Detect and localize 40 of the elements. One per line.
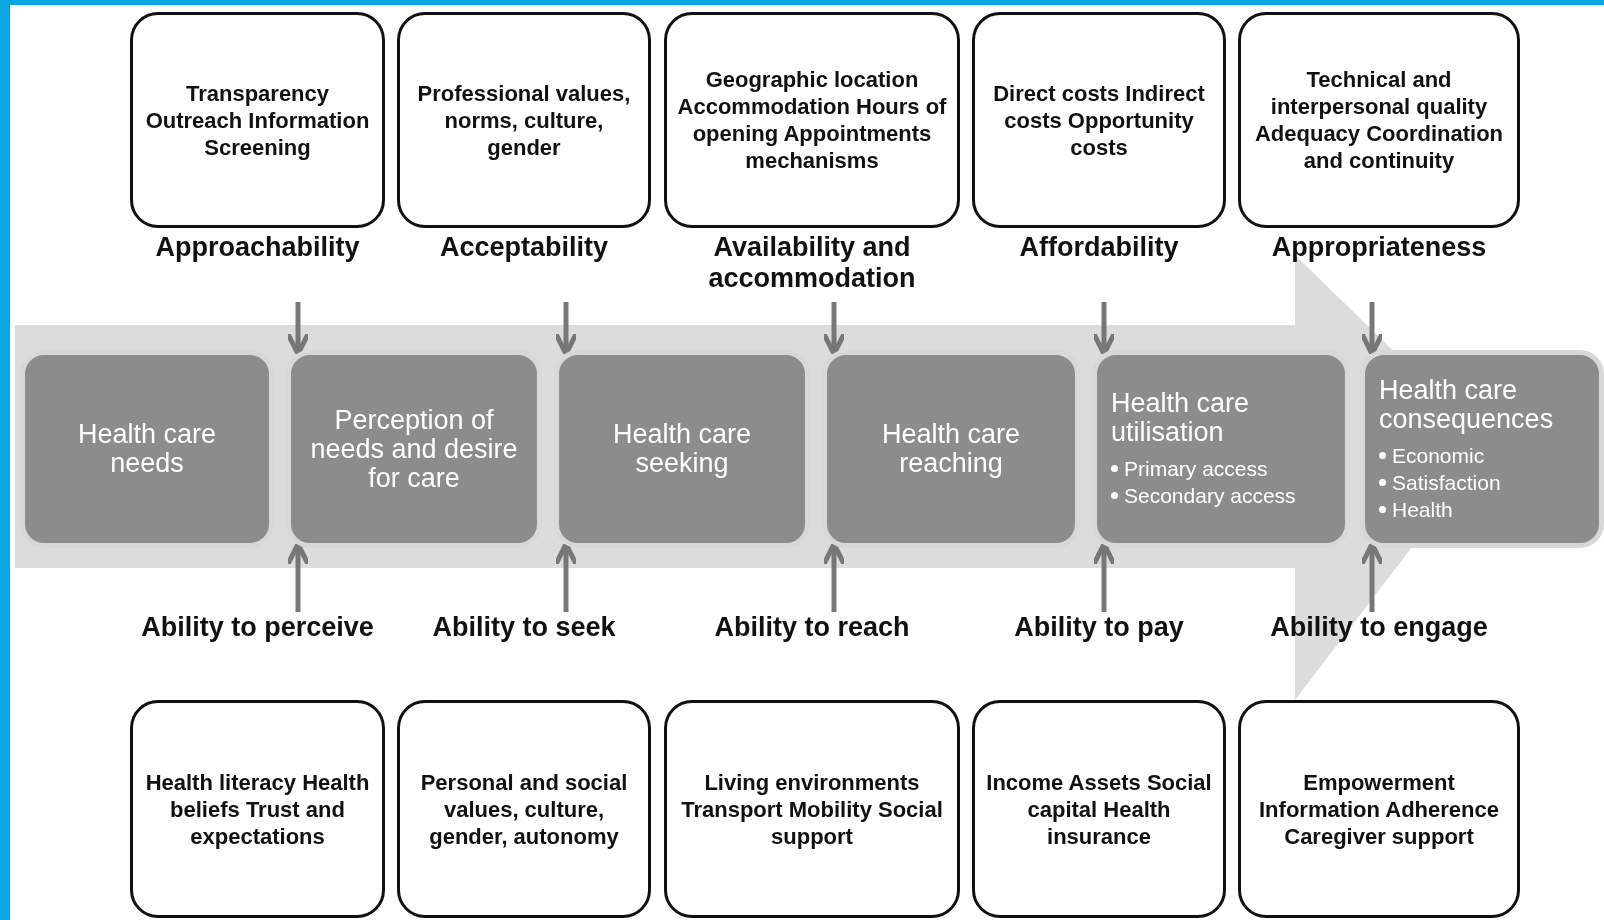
stage-title: Perception of needs and desire for care bbox=[309, 405, 519, 493]
dimension-heading: Appropriateness bbox=[1271, 232, 1487, 263]
stage-title: Health care needs bbox=[76, 420, 218, 478]
dimension-heading: Approachability bbox=[155, 232, 360, 263]
bullet-item: Economic bbox=[1392, 442, 1485, 469]
factor-list: Technical and interpersonal quality Adequacy Coordination and continuity bbox=[1241, 66, 1517, 174]
stage-title: Health care reaching bbox=[880, 420, 1022, 478]
stage-title: Health care consequences bbox=[1379, 375, 1555, 434]
factor-list: Professional values, norms, culture, gender bbox=[400, 79, 648, 161]
arrow bbox=[285, 541, 311, 612]
arrow bbox=[821, 302, 847, 357]
dimension-heading: Affordability bbox=[1019, 232, 1179, 263]
stage-title: Health care utilisation bbox=[1111, 389, 1251, 447]
bullet-item: Primary access bbox=[1124, 456, 1268, 482]
bullet-item: Secondary access bbox=[1124, 483, 1296, 509]
bullet-item: Health bbox=[1392, 496, 1453, 523]
factor-list: Empowerment Information Adherence Caregiver support bbox=[1241, 768, 1517, 850]
arrow bbox=[1359, 302, 1385, 357]
dimension-heading: Ability to seek bbox=[432, 612, 616, 643]
factor-list: Direct costs Indirect costs Opportunity costs bbox=[975, 79, 1223, 161]
dimension-heading: Ability to engage bbox=[1270, 612, 1488, 643]
factor-list: Living environments Transport Mobility Social support bbox=[667, 768, 957, 850]
stage-title: Health care seeking bbox=[611, 420, 753, 478]
arrow bbox=[285, 302, 311, 357]
arrow bbox=[1091, 302, 1117, 357]
dimension-heading: Availability and accommodation bbox=[707, 232, 917, 294]
dimension-heading: Acceptability bbox=[439, 232, 609, 263]
factor-list: Transparency Outreach Information Screening bbox=[133, 79, 382, 161]
factor-list: Income Assets Social capital Health insurance bbox=[975, 768, 1223, 850]
factor-list: Health literacy Health beliefs Trust and expectations bbox=[133, 768, 382, 850]
arrow bbox=[1091, 541, 1117, 612]
dimension-heading: Ability to pay bbox=[1014, 612, 1184, 643]
arrow bbox=[821, 541, 847, 612]
arrow bbox=[553, 302, 579, 357]
factor-list: Personal and social values, culture, gender, autonomy bbox=[400, 768, 648, 850]
arrow bbox=[553, 541, 579, 612]
bullet-item: Satisfaction bbox=[1392, 469, 1501, 496]
dimension-heading: Ability to reach bbox=[714, 612, 910, 643]
factor-list: Geographic location Accommodation Hours of opening Appointments mechanisms bbox=[667, 66, 957, 174]
dimension-heading: Ability to perceive bbox=[141, 612, 374, 643]
